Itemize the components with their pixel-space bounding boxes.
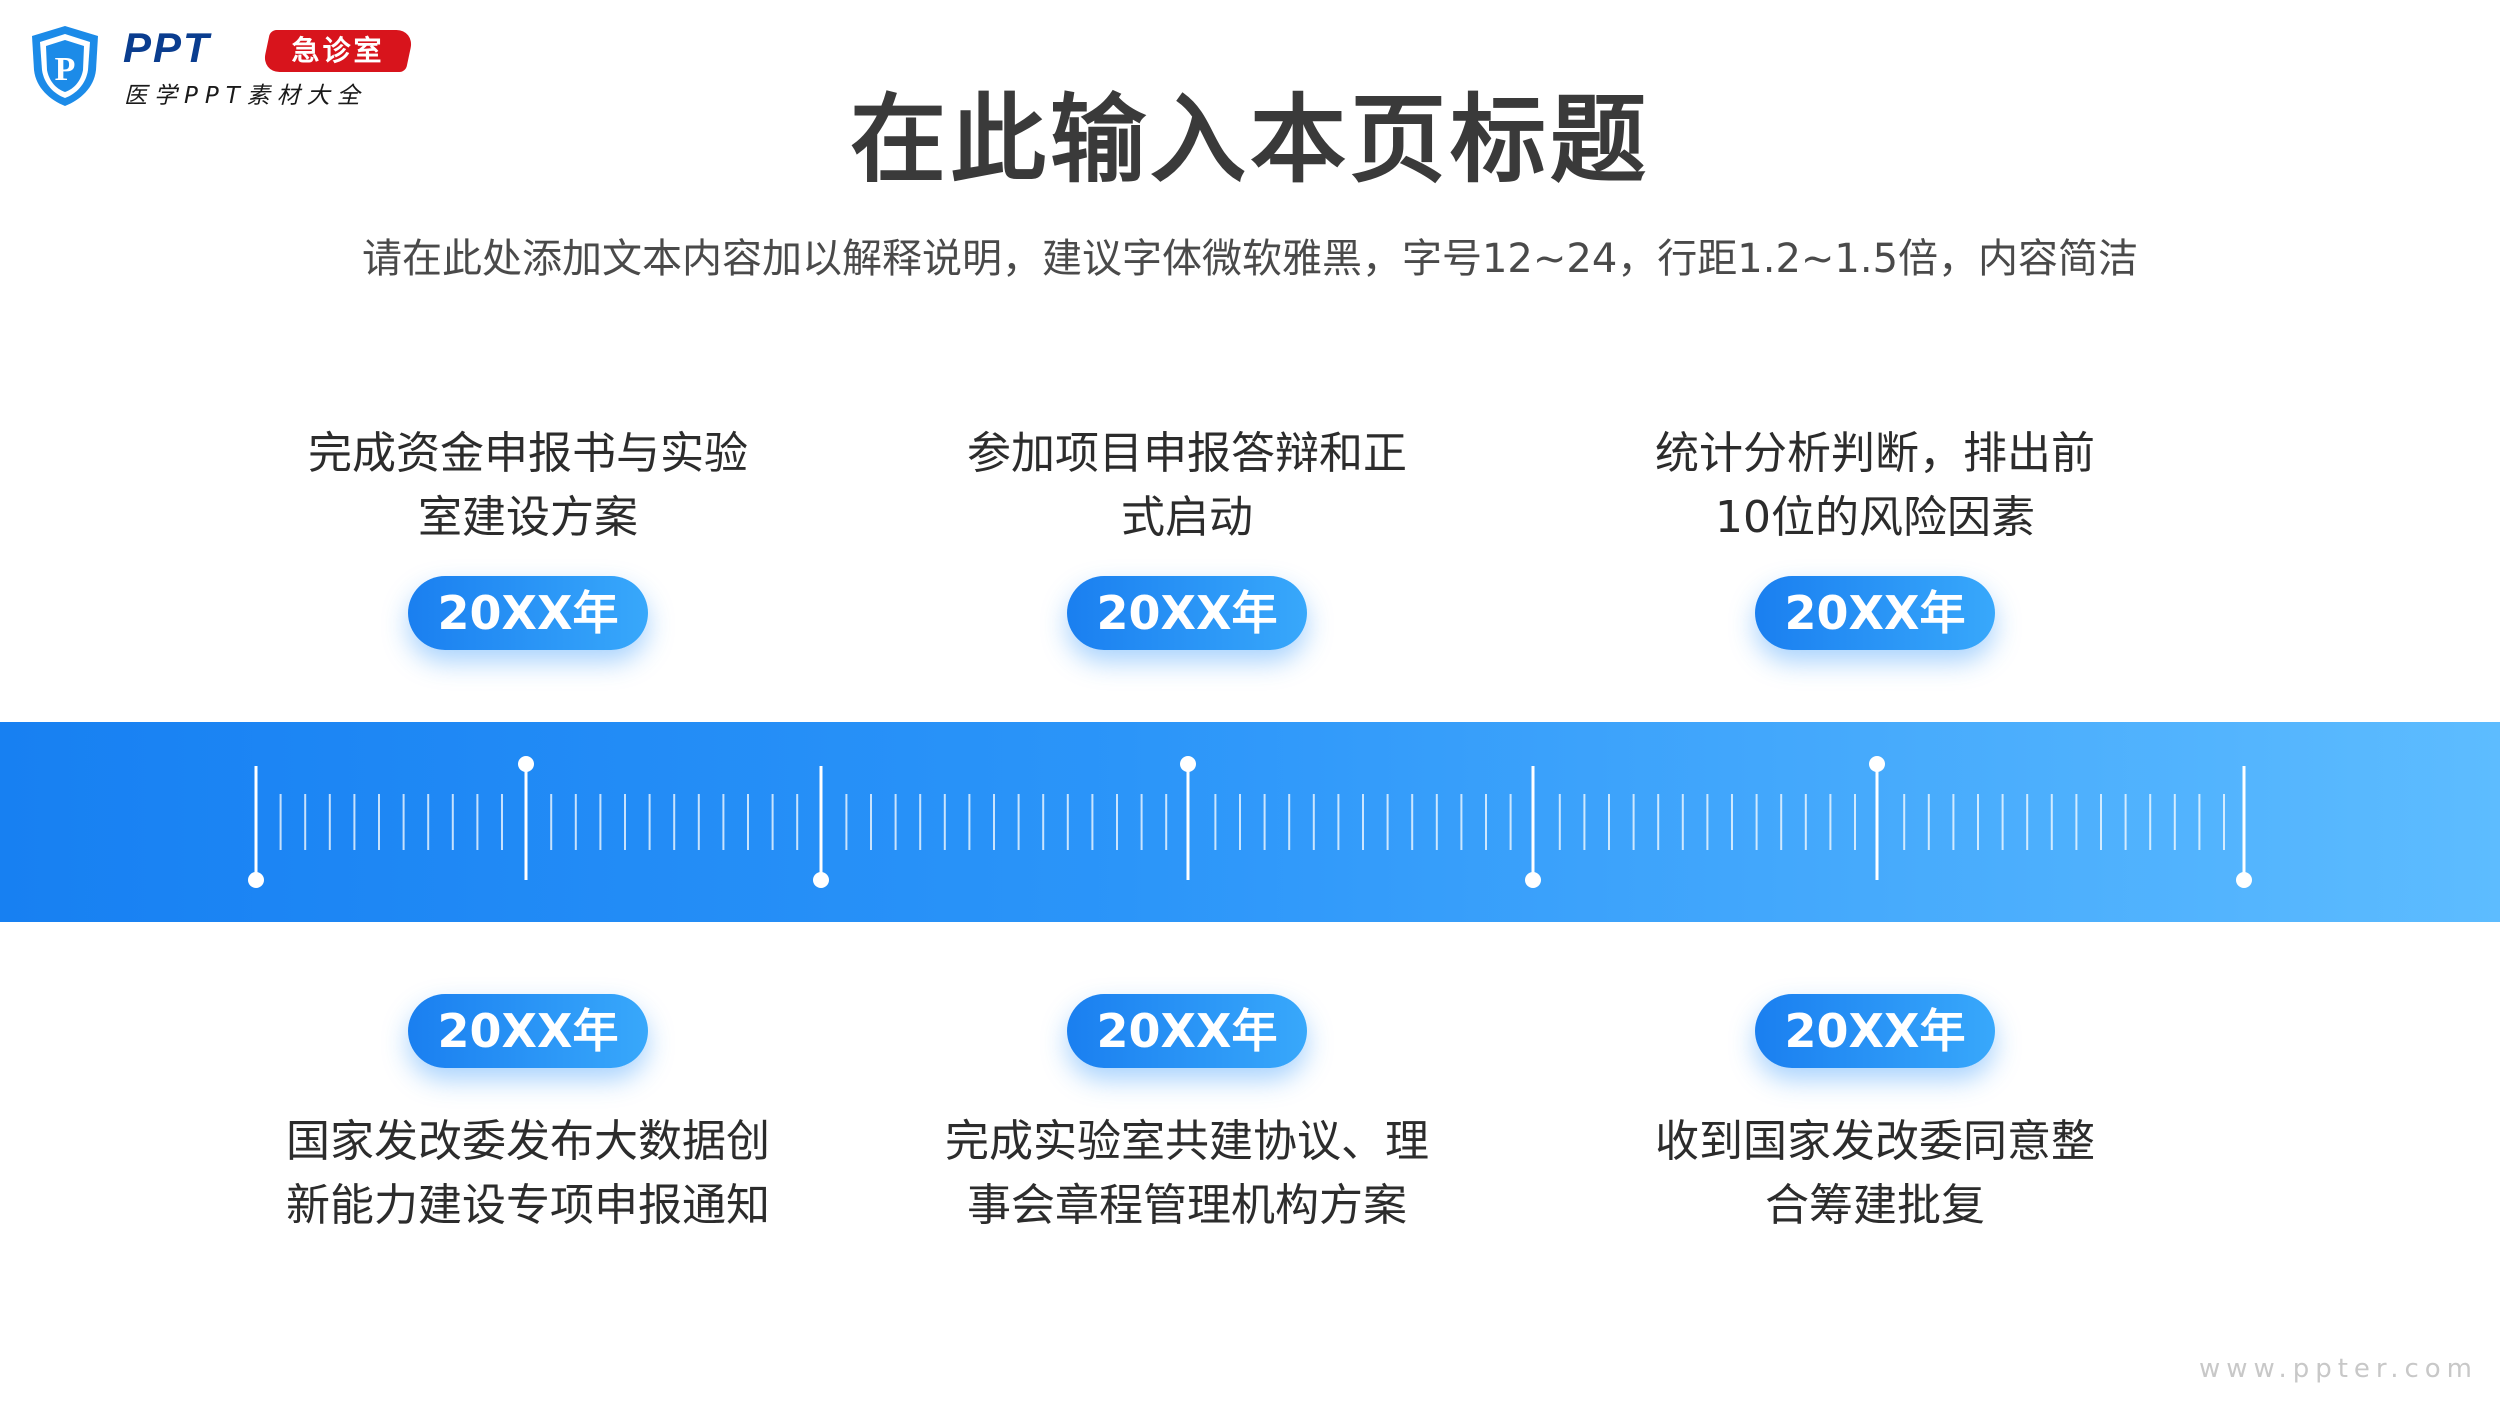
top-item-3: 统计分析判断，排出前 10位的风险因素 <box>1595 422 2155 550</box>
bottom-item-1-line2: 新能力建设专项申报通知 <box>286 1180 770 1231</box>
top-item-2: 参加项目申报答辩和正 式启动 <box>907 422 1467 550</box>
year-badge-bottom-2: 20XX年 <box>1067 994 1307 1068</box>
logo: P PPT 急诊室 医学PPT素材大全 <box>28 24 415 114</box>
year-badge-top-2: 20XX年 <box>1067 576 1307 650</box>
logo-mark: P <box>55 51 76 88</box>
timeline-ruler <box>248 756 2252 888</box>
ruler-major-tick-down-dot <box>2236 872 2252 888</box>
year-badge-bottom-3: 20XX年 <box>1755 994 1995 1068</box>
timeline-band <box>0 722 2500 922</box>
bottom-item-1-line1: 国家发改委发布大数据创 <box>286 1116 770 1167</box>
ruler-major-tick-up-dot <box>1869 756 1885 772</box>
bottom-item-1: 国家发改委发布大数据创 新能力建设专项申报通知 <box>248 1110 808 1238</box>
bottom-item-3-line1: 收到国家发改委同意整 <box>1655 1116 2095 1167</box>
watermark: www.ppter.com <box>2199 1354 2478 1384</box>
ruler-major-tick-down-dot <box>1525 872 1541 888</box>
bottom-item-3: 收到国家发改委同意整 合筹建批复 <box>1595 1110 2155 1238</box>
year-badge-bottom-1: 20XX年 <box>408 994 648 1068</box>
bottom-item-2-line2: 事会章程管理机构方案 <box>967 1180 1407 1231</box>
ruler-major-tick-up-dot <box>1180 756 1196 772</box>
top-item-2-line1: 参加项目申报答辩和正 <box>967 428 1407 479</box>
bottom-item-2: 完成实验室共建协议、理 事会章程管理机构方案 <box>907 1110 1467 1238</box>
bottom-item-3-line2: 合筹建批复 <box>1765 1180 1985 1231</box>
year-badge-top-3: 20XX年 <box>1755 576 1995 650</box>
year-badge-top-1: 20XX年 <box>408 576 648 650</box>
ruler-major-tick-up-dot <box>518 756 534 772</box>
shield-logo-icon: P <box>32 26 98 106</box>
top-item-3-line2: 10位的风险因素 <box>1715 492 2035 543</box>
page-title: 在此输入本页标题 <box>850 84 1650 196</box>
top-item-1-line1: 完成资金申报书与实验 <box>308 428 748 479</box>
ruler-major-tick-down-dot <box>813 872 829 888</box>
logo-brand: PPT <box>123 24 211 71</box>
top-item-3-line1: 统计分析判断，排出前 <box>1655 428 2095 479</box>
top-item-1: 完成资金申报书与实验 室建设方案 <box>248 422 808 550</box>
top-item-2-line2: 式启动 <box>1121 492 1253 543</box>
ruler-major-tick-down-dot <box>248 872 264 888</box>
logo-subtitle: 医学PPT素材大全 <box>124 83 367 109</box>
bottom-item-2-line1: 完成实验室共建协议、理 <box>945 1116 1429 1167</box>
top-item-1-line2: 室建设方案 <box>418 492 638 543</box>
page-subtitle: 请在此处添加文本内容加以解释说明，建议字体微软雅黑，字号12~24，行距1.2~… <box>361 236 2139 282</box>
